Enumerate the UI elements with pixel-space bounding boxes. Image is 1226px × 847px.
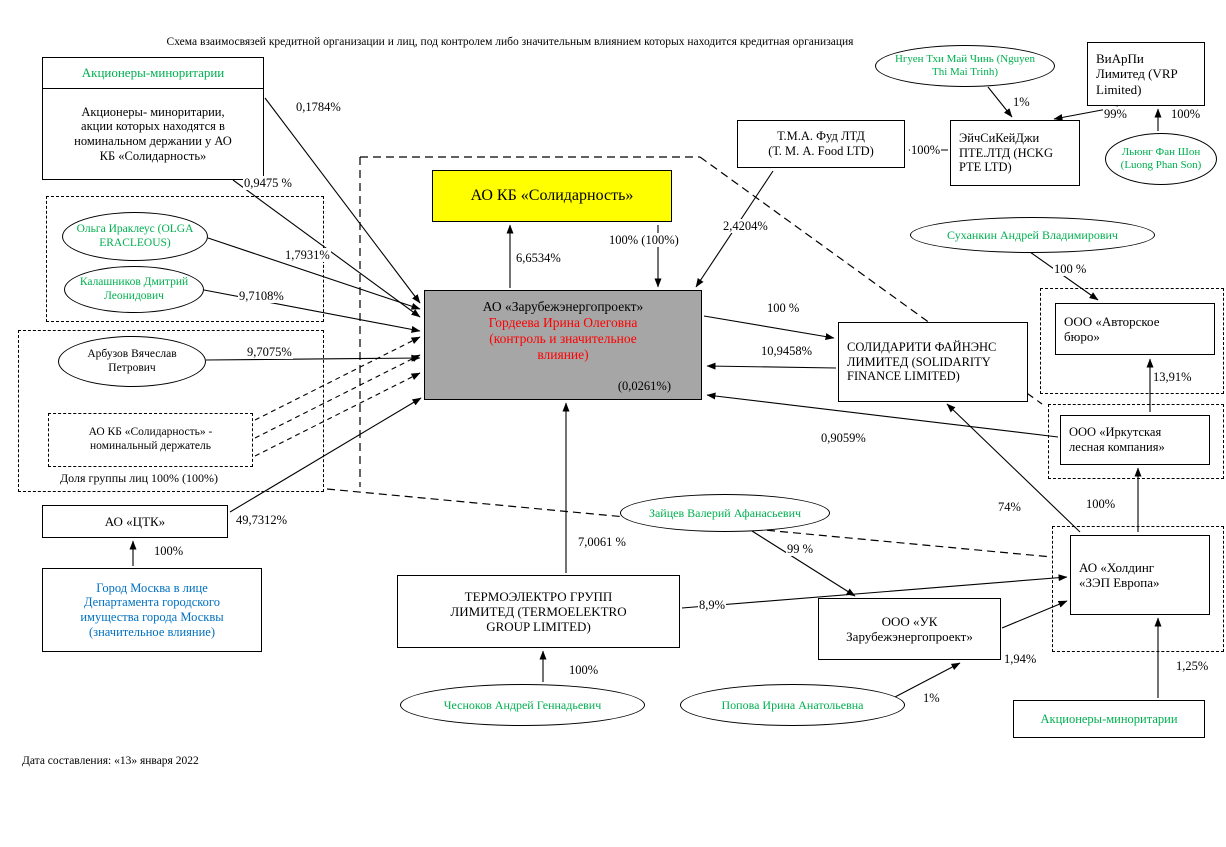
label-tma-zep: 2,4204% (722, 219, 769, 234)
node-sukhankin: Суханкин Андрей Владимирович (910, 217, 1155, 253)
node-hckg: ЭйчСиКейДжи ПТЕ.ЛТД (HCKG PTE LTD) (950, 120, 1080, 186)
node-minority-bottom: Акционеры-миноритарии (1013, 700, 1205, 738)
label-zaitsev-uk: 99 % (786, 542, 815, 557)
zep-share: (0,0261%) (617, 379, 671, 394)
label-holding-irkutsk: 100% (1085, 497, 1117, 512)
label-hckg-tma: 100% (910, 143, 942, 158)
edge-uk-holding (1001, 600, 1068, 629)
group-frame-avtorskoe (1040, 288, 1224, 394)
diagram-title: Схема взаимосвязей кредитной организации… (166, 36, 854, 48)
edge-nominee-zep-1 (254, 336, 421, 421)
node-moscow: Город Москва в лице Департамента городск… (42, 568, 262, 652)
label-popova-uk: 1% (922, 691, 941, 706)
edge-arbuzov-zep (205, 354, 421, 362)
edge-nominee-zep-2 (254, 354, 421, 439)
node-avtorskoe-buro: ООО «Авторское бюро» (1055, 303, 1215, 355)
node-nguyen: Нгуен Тхи Май Чинь (Nguyen Thi Mai Trinh… (875, 45, 1055, 87)
zep-person: Гордеева Ирина Олеговна (контроль и знач… (488, 314, 638, 362)
label-luong-vrp: 100% (1170, 107, 1202, 122)
node-vrp: ВиАрПи Лимитед (VRP Limited) (1087, 42, 1205, 106)
edge-minority-top-zep (264, 97, 421, 304)
label-zep-bank: 6,6534% (515, 251, 562, 266)
label-nguyen-hckg: 1% (1012, 95, 1031, 110)
node-minority-top: Акционеры-миноритарии Акционеры- минорит… (42, 57, 264, 180)
label-ctk-zep: 49,7312% (235, 513, 289, 528)
label-olga-zep: 1,7931% (284, 248, 331, 263)
edge-nguyen-hckg (987, 86, 1013, 118)
label-solidarity-zep: 10,9458% (760, 344, 814, 359)
node-zaitsev: Зайцев Валерий Афанасьевич (620, 494, 830, 532)
group-frame-irkutsk (1048, 404, 1224, 479)
node-bank: АО КБ «Солидарность» (432, 170, 672, 222)
node-tma-food: Т.М.А. Фуд ЛТД (Т. М. А. Food LTD) (737, 120, 905, 168)
node-zep: АО «Зарубежэнергопроект» Гордеева Ирина … (424, 290, 702, 400)
node-termoelektro: ТЕРМОЭЛЕКТРО ГРУПП ЛИМИТЕД (TERMOELEKTRO… (397, 575, 680, 648)
node-luong: Льюнг Фан Шон (Luong Phan Son) (1105, 133, 1217, 185)
minority-top-subtitle: Акционеры- миноритарии, акции которых на… (74, 104, 232, 163)
label-arbuzov-zep: 9,7075% (246, 345, 293, 360)
zep-title: АО «Зарубежэнергопроект» (482, 299, 644, 314)
label-irkutsk-zep: 0,9059% (820, 431, 867, 446)
edge-irkutsk-zep (706, 392, 1059, 438)
edge-holding-solidarity (946, 403, 1081, 533)
node-ctk: АО «ЦТК» (42, 505, 228, 538)
group-frame-persons-bottom (18, 330, 324, 492)
edge-zep-solidarity (703, 315, 835, 341)
label-termo-zep: 7,0061 % (577, 535, 627, 550)
edge-nominee-zep-3 (254, 372, 421, 457)
label-termo-holding: 8,9% (698, 598, 727, 613)
label-minority-holding: 1,25% (1175, 659, 1210, 674)
compilation-date: Дата составления: «13» января 2022 (22, 755, 199, 767)
node-uk-zep: ООО «УК Зарубежэнергопроект» (818, 598, 1001, 660)
node-solidarity-finance: СОЛИДАРИТИ ФАЙНЭНС ЛИМИТЕД (SOLIDARITY F… (838, 322, 1028, 402)
label-chesnokov-termo: 100% (568, 663, 600, 678)
node-nominee-holder: АО КБ «Солидарность» - номинальный держа… (48, 413, 253, 467)
label-zep-solidarity: 100 % (766, 301, 801, 316)
label-kalashnikov-zep: 9,7108% (238, 289, 285, 304)
label-minority-nominee-zep: 0,9475 % (243, 176, 293, 191)
node-chesnokov: Чесноков Андрей Геннадьевич (400, 684, 645, 726)
edge-ctk-zep (229, 397, 422, 513)
ownership-edges (129, 86, 1162, 698)
group-share-note: Доля группы лиц 100% (100%) (60, 471, 219, 485)
label-moscow-ctk: 100% (153, 544, 185, 559)
edge-termo-holding (681, 574, 1068, 609)
label-sukhankin-avtorskoe: 100 % (1053, 262, 1088, 277)
edge-solidarity-zep (706, 362, 837, 370)
label-holding-solidarity: 74% (997, 500, 1022, 515)
label-vrp-hckg: 99% (1103, 107, 1128, 122)
label-irkutsk-avtorskoe: 13,91% (1152, 370, 1193, 385)
label-minority-top-zep: 0,1784% (295, 100, 342, 115)
node-arbuzov: Арбузов Вячеслав Петрович (58, 336, 206, 387)
node-popova: Попова Ирина Анатольевна (680, 684, 905, 726)
node-irkutsk-forest: ООО «Иркутская лесная компания» (1060, 415, 1210, 465)
node-zep-holding: АО «Холдинг «ЗЭП Европа» (1070, 535, 1210, 615)
edge-popova-uk (894, 662, 961, 698)
label-uk-holding: 1,94% (1003, 652, 1038, 667)
node-olga: Ольга Ираклеус (OLGA ERACLEOUS) (62, 212, 208, 261)
label-group-bank: 100% (100%) (608, 233, 680, 248)
minority-top-title: Акционеры-миноритарии (43, 58, 263, 89)
edge-zaitsev-uk (751, 530, 856, 597)
edge-olga-zep (207, 237, 421, 310)
group-frame-holding (1052, 526, 1224, 652)
node-kalashnikov: Калашников Дмитрий Леонидович (64, 266, 204, 313)
